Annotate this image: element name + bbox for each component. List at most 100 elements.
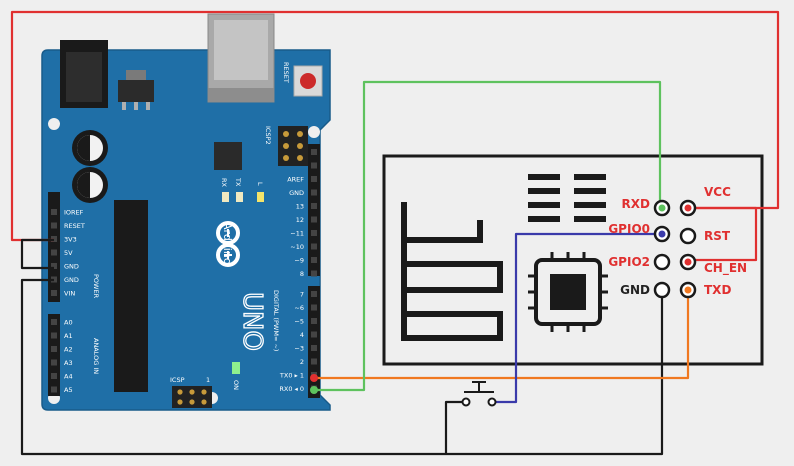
header-socket [51,290,57,296]
header-socket [51,319,57,325]
esp-right-pin-labels: VCC RST CH_EN TXD [704,185,747,297]
icsp-label: ICSP [170,376,185,384]
esp-pin-label-rst: RST [704,229,731,243]
esp-pin-dot [684,204,692,212]
led-rx-label: RX [220,178,228,188]
header-socket [311,345,317,351]
analog-pin-label: A3 [64,359,73,367]
arduino-logo [216,221,240,267]
usb-connector [207,13,275,103]
power-section-label: POWER [92,274,100,299]
header-socket [311,358,317,365]
led-tx-label: TX [234,177,242,187]
esp-pin-label-vcc: VCC [704,185,731,199]
digital-pin-label: 12 [296,216,304,224]
esp-pin [653,253,671,271]
header-socket [311,203,317,209]
header-socket [51,222,57,229]
wire-gpio0-button [494,232,660,404]
digital-top-pin-labels: AREF GND 13 12 ~11 ~10 ~9 8 [287,176,304,279]
esp-pin-label-gpio2: GPIO2 [608,255,650,269]
digital-pin-label: 8 [300,270,304,278]
esp-pin-label-txd: TXD [704,283,731,297]
analog-section-label: ANALOG IN [92,338,100,374]
wire-3v3-vcc [10,10,780,242]
digital-pin-label: ~9 [294,257,304,265]
digital-pin-label: ~10 [290,243,304,251]
capacitor [72,167,108,203]
usb-chip [214,142,242,170]
mount-hole [308,126,320,138]
header-socket [51,346,57,352]
esp-pin-label-gpio0: GPIO0 [608,222,650,236]
power-header [48,192,60,302]
wires [10,10,780,456]
digital-pin-label: 2 [300,358,304,366]
header-socket [51,249,57,256]
esp-pin-dot [684,286,692,294]
pin-marker-rx [310,386,318,394]
esp-chip-icon [528,252,608,332]
analog-pin-label: A4 [64,373,73,381]
digital-header-bottom [308,286,320,398]
header-socket [311,270,317,277]
led-l-label: L [256,182,264,186]
header-socket [51,209,57,215]
capacitor [72,130,108,166]
header-socket [311,318,317,324]
digital-pin-label: 4 [300,331,304,339]
digital-pin-label: ~11 [290,230,304,238]
on-label: ON [232,380,240,390]
esp-pin [653,281,671,299]
header-socket [311,149,317,155]
pin-marker-tx [310,374,318,382]
reset-label: RESET [282,62,290,83]
digital-pin-label: 7 [300,291,304,299]
esp-pin-label-rxd: RXD [622,197,650,211]
icsp2-label: ICSP2 [264,126,272,145]
mount-hole [48,118,60,130]
power-jack [60,40,108,108]
header-socket [51,359,57,366]
flash-pads [528,174,606,222]
header-socket [311,230,317,236]
esp-pin-dot [658,230,666,238]
icsp2-header [278,126,308,166]
voltage-regulator [118,70,154,110]
arduino-board: RESET ICSP2 TX RX L [41,13,331,411]
header-socket [311,216,317,223]
model-label: UNO [237,292,267,351]
esp-pin-label-ch-en: CH_EN [704,261,747,276]
header-socket [311,331,317,338]
digital-pin-label: 13 [296,203,304,211]
header-socket [311,304,317,311]
brand-label: Arduino [221,222,234,265]
reset-button [293,65,323,97]
push-button [461,381,497,407]
digital-pin-label: GND [289,189,304,197]
header-socket [51,332,57,339]
icsp-pin1-label: 1 [206,376,210,384]
digital-pin-label: AREF [287,176,304,184]
power-pin-label: 5V [64,249,73,257]
wire-rx-rxd [314,80,662,392]
header-socket [311,189,317,196]
power-pin-label: 3V3 [64,236,77,244]
esp8266-module [382,154,764,366]
header-socket [311,176,317,182]
wire-tx-txd [314,290,690,380]
header-socket [311,291,317,297]
antenna-trace [401,202,503,341]
analog-pin-label: A5 [64,386,73,394]
header-socket [51,386,57,393]
esp-pin-dot [684,258,692,266]
icsp-header [172,386,212,408]
wire-gnd-main [20,278,664,456]
header-socket [51,263,57,269]
